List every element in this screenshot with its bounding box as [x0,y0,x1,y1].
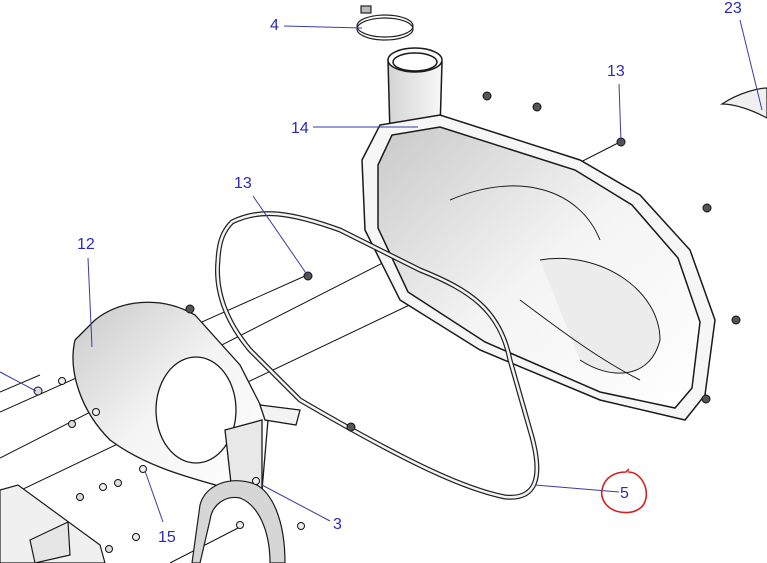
lower-bracket-part [0,484,106,563]
callout-14: 14 [291,120,309,137]
callout-5-highlighted: 5 [620,485,629,502]
screw-icon [701,394,711,404]
bolt-icon [132,533,140,541]
bolt-icon [252,477,260,485]
bolt-icon [139,465,147,473]
bolt-icon [236,521,244,529]
callout-13-lower: 13 [234,175,252,192]
ring-bracket-part [191,480,286,563]
callout-4: 4 [270,17,279,34]
screw-icon [346,422,356,432]
outer-cover-part [361,47,716,421]
screw-icon [532,102,542,112]
callout-3: 3 [333,516,342,533]
leader-lines [0,19,763,523]
screw-icon [731,315,741,325]
bolt-icon [99,483,107,491]
callout-15: 15 [158,529,176,546]
bolt-icon [297,522,305,530]
washer-icon [33,386,43,396]
washer-icon [76,493,84,501]
bolt-icon [58,377,66,385]
callout-12: 12 [77,236,95,253]
bolt-icon [92,408,100,416]
highlight-circle [600,468,648,514]
cover-trim-part [720,87,767,119]
washer-icon [68,420,76,428]
screw-icon [185,304,195,314]
cover-seal-gasket-part [215,211,540,500]
screw-icon [702,203,712,213]
washer-icon [114,479,122,487]
callout-23: 23 [724,0,742,17]
inner-cover-shroud-part [72,301,301,493]
fasteners [33,91,741,553]
callout-13-upper: 13 [607,63,625,80]
screw-icon [482,91,492,101]
washer-icon [105,545,113,553]
hose-clamp-part [356,5,414,41]
